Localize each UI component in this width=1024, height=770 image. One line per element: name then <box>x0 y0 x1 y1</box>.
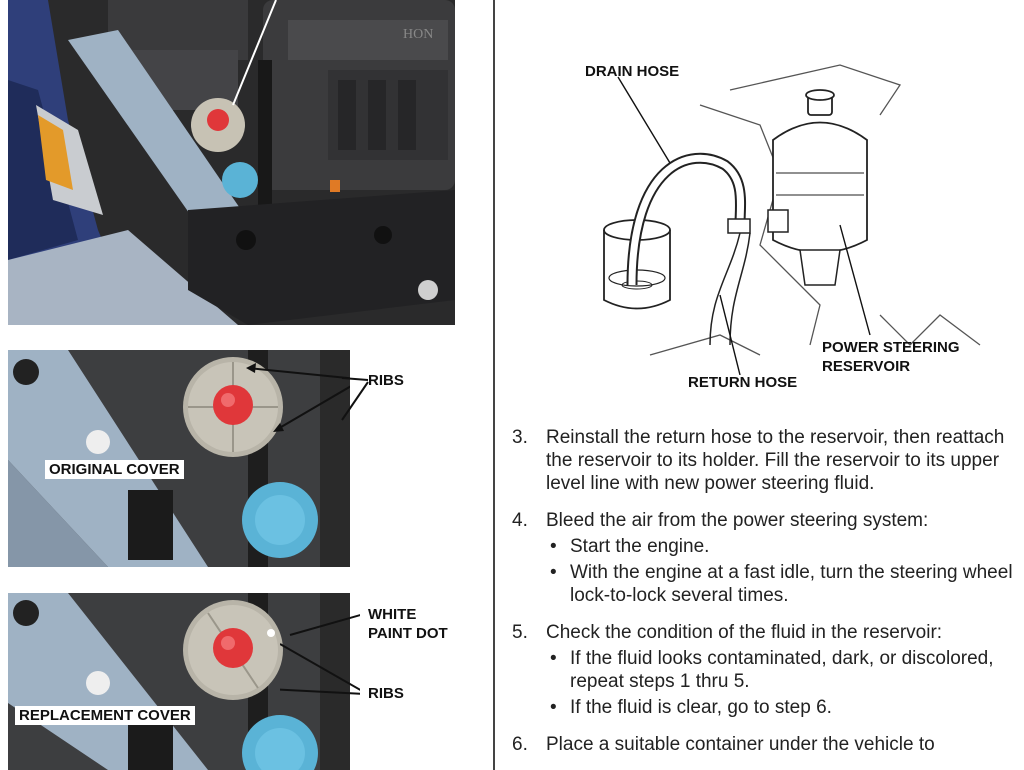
white-paint-dot-label: WHITE PAINT DOT <box>368 606 448 642</box>
ribs-label-2: RIBS <box>368 685 404 702</box>
step-text: Check the condition of the fluid in the … <box>546 622 943 643</box>
step-text: Bleed the air from the power steering sy… <box>546 510 929 531</box>
step-3: 3. Reinstall the return hose to the rese… <box>512 426 1017 495</box>
ribs-label-1: RIBS <box>368 372 404 389</box>
step-6: 6. Place a suitable container under the … <box>512 733 1017 756</box>
ribs-arrows-1 <box>341 377 369 421</box>
step-text: Place a suitable container under the veh… <box>546 734 935 755</box>
step-number: 6. <box>512 734 528 755</box>
step-number: 5. <box>512 622 528 643</box>
replacement-arrows <box>280 614 360 695</box>
original-cover-label: ORIGINAL COVER <box>45 460 184 479</box>
replacement-cover-label: REPLACEMENT COVER <box>15 706 195 725</box>
power-steering-reservoir-label: POWER STEERING RESERVOIR <box>822 339 960 375</box>
drain-hose-label: DRAIN HOSE <box>585 63 680 80</box>
engine-bay-photo: HON <box>8 0 455 325</box>
bullet-item: •With the engine at a fast idle, turn th… <box>550 562 1013 606</box>
replacement-cover-illustration <box>8 593 350 770</box>
return-hose-label: RETURN HOSE <box>688 374 798 391</box>
bullet-item: •Start the engine. <box>550 536 710 557</box>
replacement-cover-photo <box>8 593 350 770</box>
bullet-item: •If the fluid looks contaminated, dark, … <box>550 648 994 692</box>
original-cover-illustration <box>8 350 350 567</box>
original-cover-photo <box>8 350 350 567</box>
step-number: 4. <box>512 510 528 531</box>
step-text: Reinstall the return hose to the reservo… <box>546 427 1005 494</box>
reservoir-diagram <box>603 64 981 375</box>
column-divider <box>493 0 495 770</box>
step-5: 5. Check the condition of the fluid in t… <box>512 621 1017 719</box>
step-4: 4. Bleed the air from the power steering… <box>512 509 1017 607</box>
engine-bay-illustration: HON <box>8 0 455 325</box>
step-number: 3. <box>512 427 528 448</box>
bullet-item: •If the fluid is clear, go to step 6. <box>550 697 832 718</box>
svg-text:HON: HON <box>403 27 433 42</box>
instruction-steps: 3. Reinstall the return hose to the rese… <box>512 426 1017 770</box>
